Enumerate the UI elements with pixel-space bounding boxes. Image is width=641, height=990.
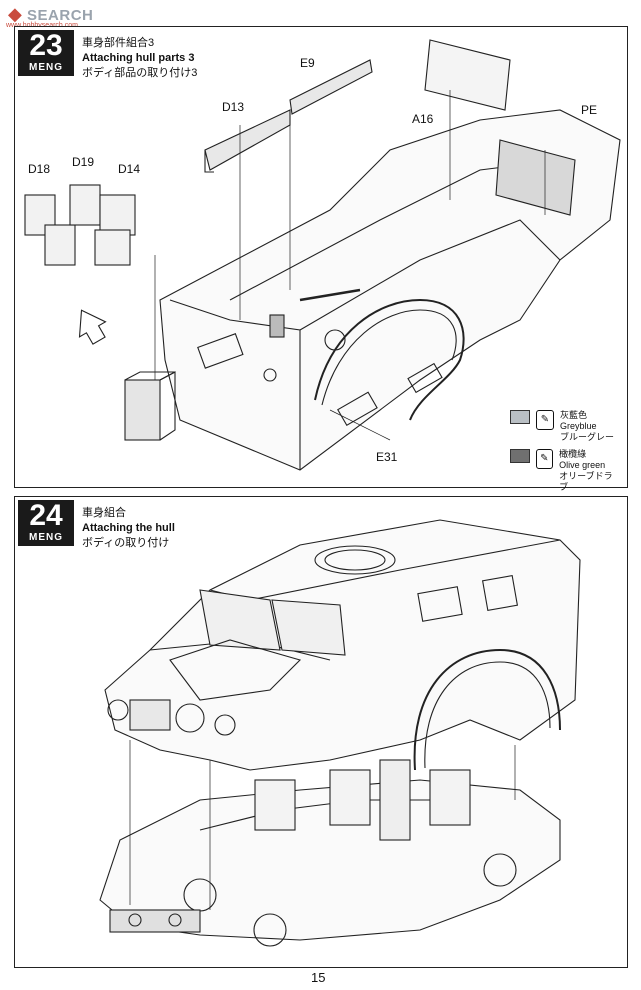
legend-olive-en: Olive green [559, 460, 606, 470]
brush-icon: ✎ [535, 449, 554, 469]
step-23-title-cn: 車身部件組合3 [82, 37, 155, 49]
step-23-number: 23 [29, 29, 63, 62]
part-label-e31: E31 [376, 450, 398, 464]
part-label-pe: PE [581, 103, 598, 117]
step-23-title-en: Attaching hull parts 3 [82, 52, 195, 64]
part-label-d14: D14 [118, 162, 141, 176]
legend-greyblue-cn: 灰藍色 [560, 410, 588, 420]
legend-greyblue-en: Greyblue [560, 421, 597, 431]
legend-olive-jp: オリーブドラブ [559, 471, 613, 492]
step-24-title-en: Attaching the hull [82, 522, 175, 534]
part-label-a16: A16 [412, 112, 434, 126]
brush-icon: ✎ [536, 410, 554, 430]
legend-greyblue-jp: ブルーグレー [560, 432, 615, 442]
watermark-text: SEARCH [27, 7, 94, 24]
part-label-d13: D13 [222, 100, 245, 114]
step-23-brand: MENG [29, 62, 63, 73]
step-24-title-jp: ボディの取り付け [82, 537, 170, 549]
step-24-badge: 24 MENG [18, 500, 74, 546]
part-label-d19: D19 [72, 155, 95, 169]
watermark-url: www.hobbysearch.com [6, 22, 78, 29]
olive-swatch [510, 449, 530, 463]
legend-item-greyblue: ✎ 灰藍色 Greyblue ブルーグレー [510, 410, 620, 443]
watermark-glyph: ◆ [8, 4, 23, 24]
page-number: 15 [311, 970, 326, 985]
part-label-d18: D18 [28, 162, 51, 176]
step-23-title: 車身部件組合3 Attaching hull parts 3 ボディ部品の取り付… [82, 36, 197, 81]
part-label-e9: E9 [300, 56, 315, 70]
step-23-badge: 23 MENG [18, 30, 74, 76]
watermark-logo: ◆ SEARCH [8, 4, 93, 25]
paint-legend: ✎ 灰藍色 Greyblue ブルーグレー ✎ 橄欖綠 Olive green … [510, 410, 620, 493]
step-23-title-jp: ボディ部品の取り付け3 [82, 67, 198, 79]
legend-item-olive: ✎ 橄欖綠 Olive green オリーブドラブ [510, 449, 620, 493]
step-24-title: 車身組合 Attaching the hull ボディの取り付け [82, 506, 175, 551]
step-24-title-cn: 車身組合 [82, 507, 126, 519]
step-24-number: 24 [29, 499, 63, 532]
legend-olive-cn: 橄欖綠 [559, 449, 587, 459]
step-24-brand: MENG [29, 532, 63, 543]
greyblue-swatch [510, 410, 530, 424]
